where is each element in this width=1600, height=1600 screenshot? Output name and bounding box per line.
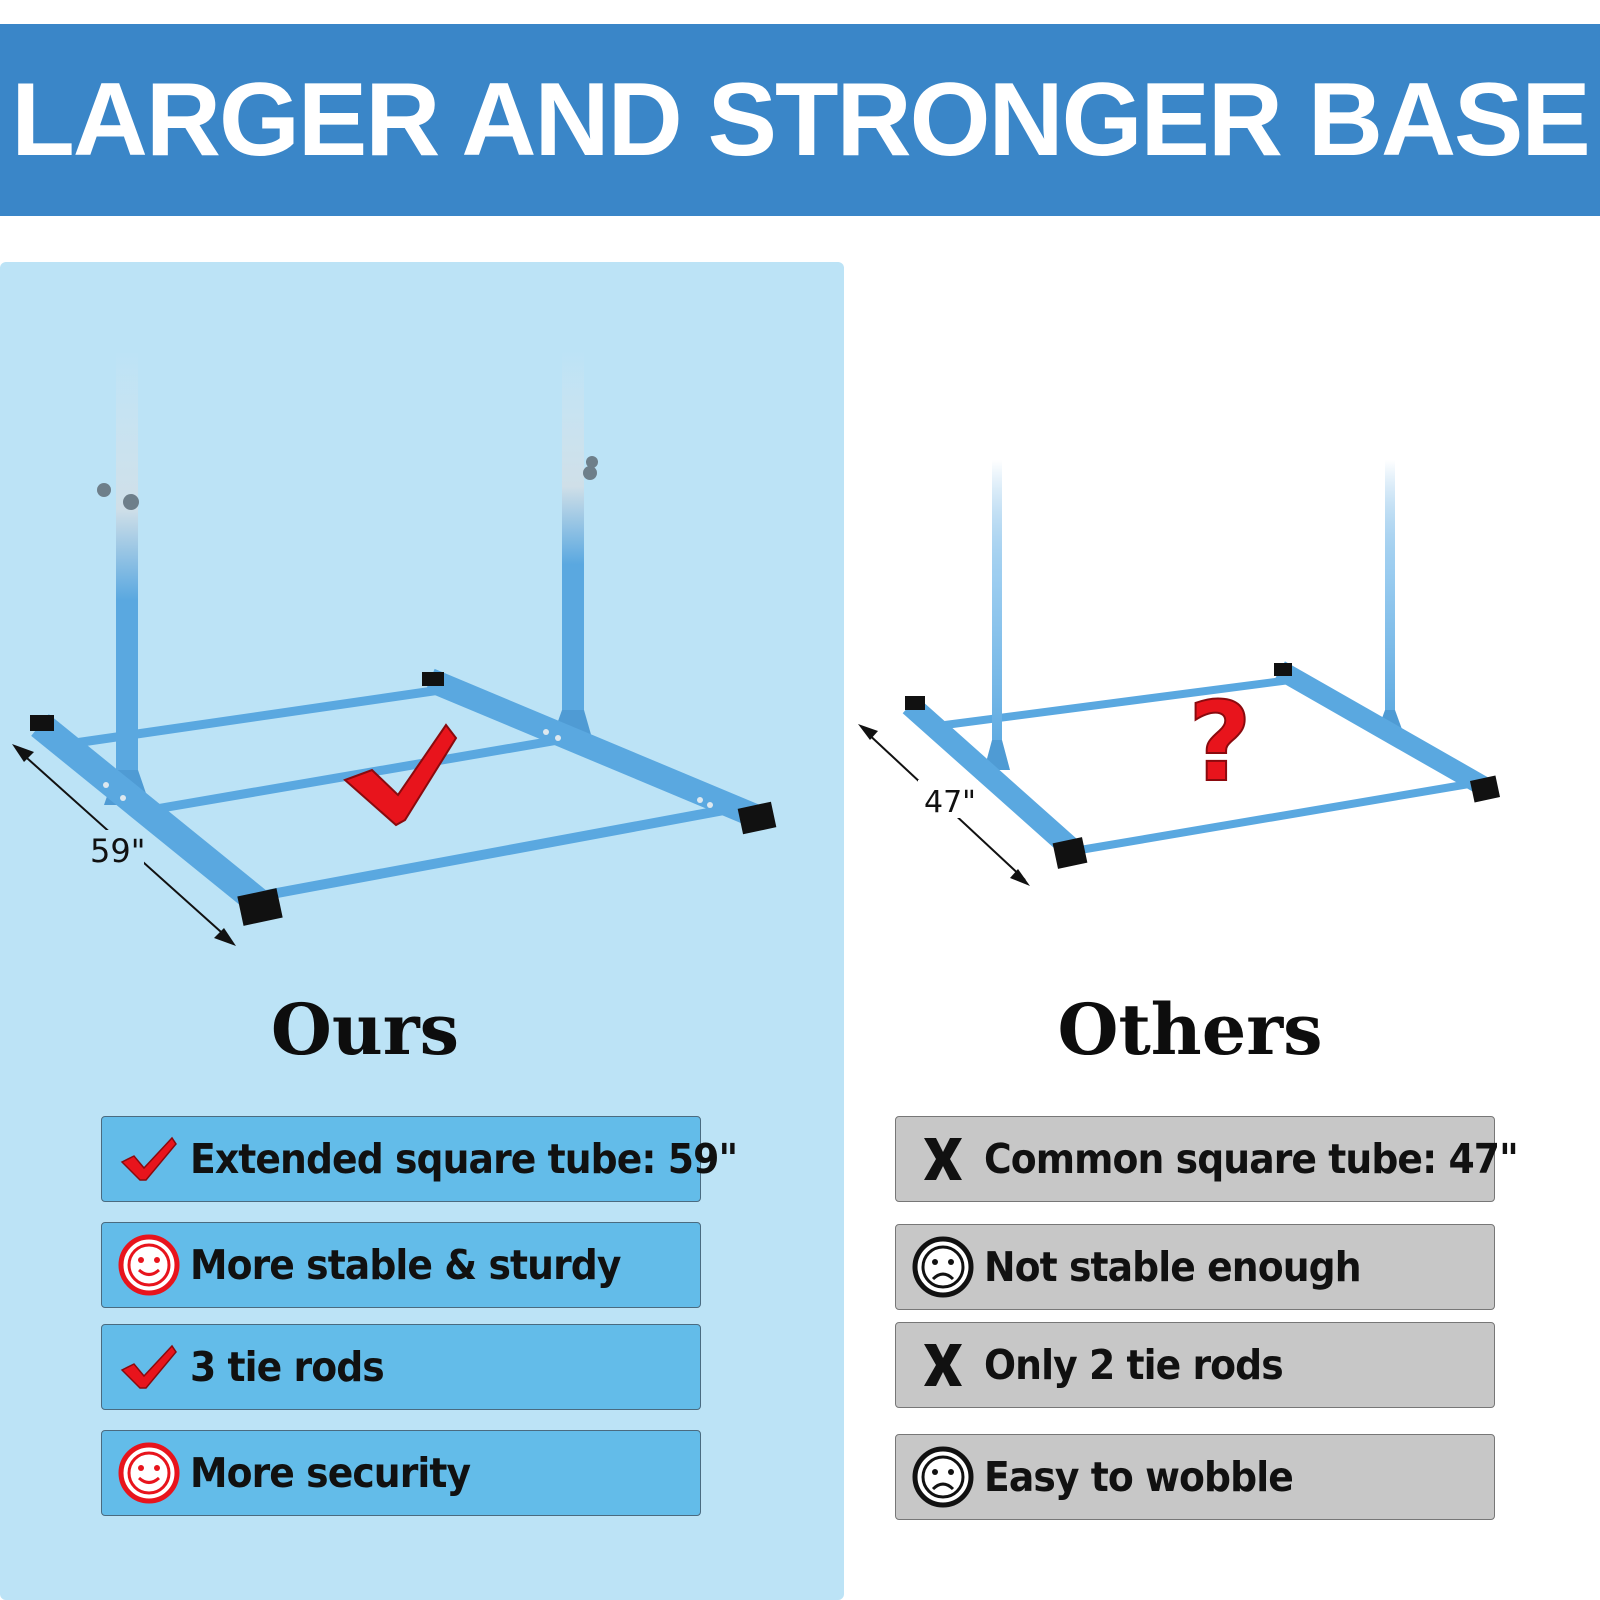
header-banner: LARGER AND STRONGER BASE [0, 24, 1600, 216]
others-feature-box: Common square tube: 47" [895, 1116, 1519, 1202]
dimension-label-ours: 59" [90, 832, 145, 870]
upright-left [116, 350, 138, 805]
others-feature-box: Not stable enough [895, 1224, 1495, 1310]
adjust-knob-left-2 [97, 483, 111, 497]
base-foot-right [425, 668, 765, 830]
others-feature-text: Common square tube: 47" [984, 1135, 1519, 1183]
upright-right [1385, 460, 1395, 730]
others-feature-text: Not stable enough [984, 1243, 1362, 1291]
tie-rod-back [944, 676, 1291, 729]
others-feature-text: Easy to wobble [984, 1453, 1294, 1501]
ours-feature-box: 3 tie rods [101, 1324, 701, 1410]
smiley-face-icon [114, 1438, 184, 1508]
x-mark-icon [908, 1124, 978, 1194]
adjust-knob-right-2 [586, 456, 598, 468]
ours-feature-text: More stable & sturdy [190, 1241, 621, 1289]
red-check-illustration [343, 723, 458, 827]
smiley-face-icon [114, 1230, 184, 1300]
base-foot-right [1275, 661, 1495, 799]
ours-feature-box: Extended square tube: 59" [101, 1116, 738, 1202]
ours-feature-box: More stable & sturdy [101, 1222, 701, 1308]
upright-left [992, 460, 1002, 760]
ours-title: Ours [270, 988, 460, 1071]
dimension-label-others: 47" [924, 785, 976, 820]
base-foot-left [31, 714, 271, 916]
others-feature-text: Only 2 tie rods [984, 1341, 1284, 1389]
adjust-knob-left [123, 494, 139, 510]
sad-face-icon [908, 1442, 978, 1512]
tie-rod-front [249, 803, 736, 903]
red-question-mark: ? [1188, 678, 1252, 806]
others-feature-box: Only 2 tie rods [895, 1322, 1495, 1408]
base-foot-left [902, 696, 1083, 861]
ours-feature-text: Extended square tube: 59" [190, 1135, 738, 1183]
ours-feature-text: 3 tie rods [190, 1343, 385, 1391]
tie-rod-front [1079, 779, 1476, 854]
others-base-illustration: 47" ? [858, 460, 1501, 886]
red-check-icon [114, 1124, 184, 1194]
red-check-icon [114, 1332, 184, 1402]
sad-face-icon [908, 1232, 978, 1302]
ours-feature-box: More security [101, 1430, 701, 1516]
others-title: Others [1057, 988, 1323, 1071]
ours-base-illustration: 59" [12, 350, 777, 946]
x-mark-icon [908, 1330, 978, 1400]
upright-right [562, 350, 584, 740]
others-feature-box: Easy to wobble [895, 1434, 1495, 1520]
ours-feature-text: More security [190, 1449, 471, 1497]
banner-title: LARGER AND STRONGER BASE [11, 61, 1591, 178]
adjust-knob-right [583, 466, 597, 480]
